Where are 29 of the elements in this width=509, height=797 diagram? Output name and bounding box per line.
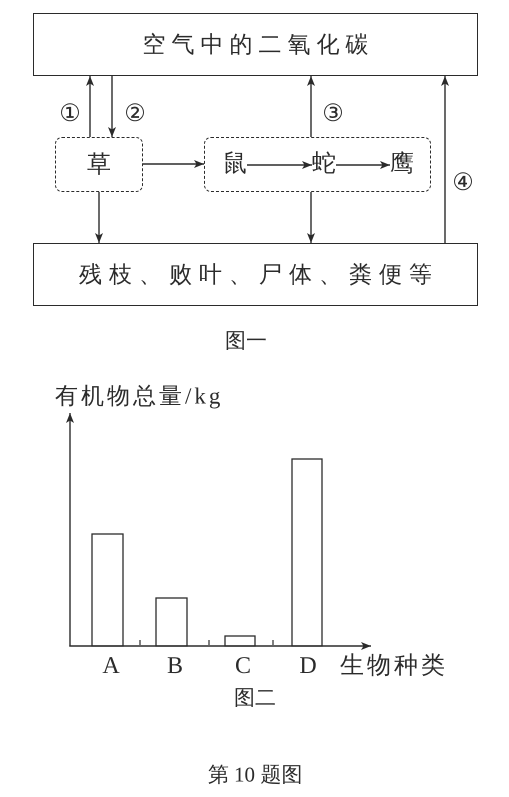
arrow: [307, 192, 315, 243]
axis-title: 有机物总量/kg: [55, 384, 224, 408]
arrow: [95, 192, 103, 243]
edge-label: ①: [59, 101, 81, 125]
arrow: [441, 76, 449, 243]
axis-title: 生物种类: [340, 654, 448, 678]
food-chain-group: [204, 137, 431, 192]
caption: 第 10 题图: [208, 764, 302, 786]
axis-label: A: [102, 654, 120, 678]
organism-label: 蛇: [312, 152, 336, 176]
arrow: [247, 161, 312, 169]
axis-label: B: [167, 654, 183, 678]
arrow: [108, 76, 116, 137]
figure-label: 图二: [234, 688, 276, 708]
arrow: [143, 160, 204, 168]
organism-label: 鹰: [390, 152, 414, 176]
organism-label: 鼠: [223, 152, 247, 176]
axis-label: D: [299, 654, 317, 678]
arrow: [307, 76, 315, 137]
process-box: 空气中的二氧化碳: [33, 13, 478, 76]
edge-label: ③: [322, 101, 344, 125]
organism-box: 草: [55, 137, 143, 192]
arrow: [336, 161, 390, 169]
axis-label: C: [235, 654, 251, 678]
arrow: [86, 76, 94, 137]
figure-label: 图一: [225, 330, 267, 352]
edge-label: ④: [452, 170, 474, 194]
process-box: 残枝、败叶、尸体、粪便等: [33, 243, 478, 306]
edge-label: ②: [124, 101, 146, 125]
